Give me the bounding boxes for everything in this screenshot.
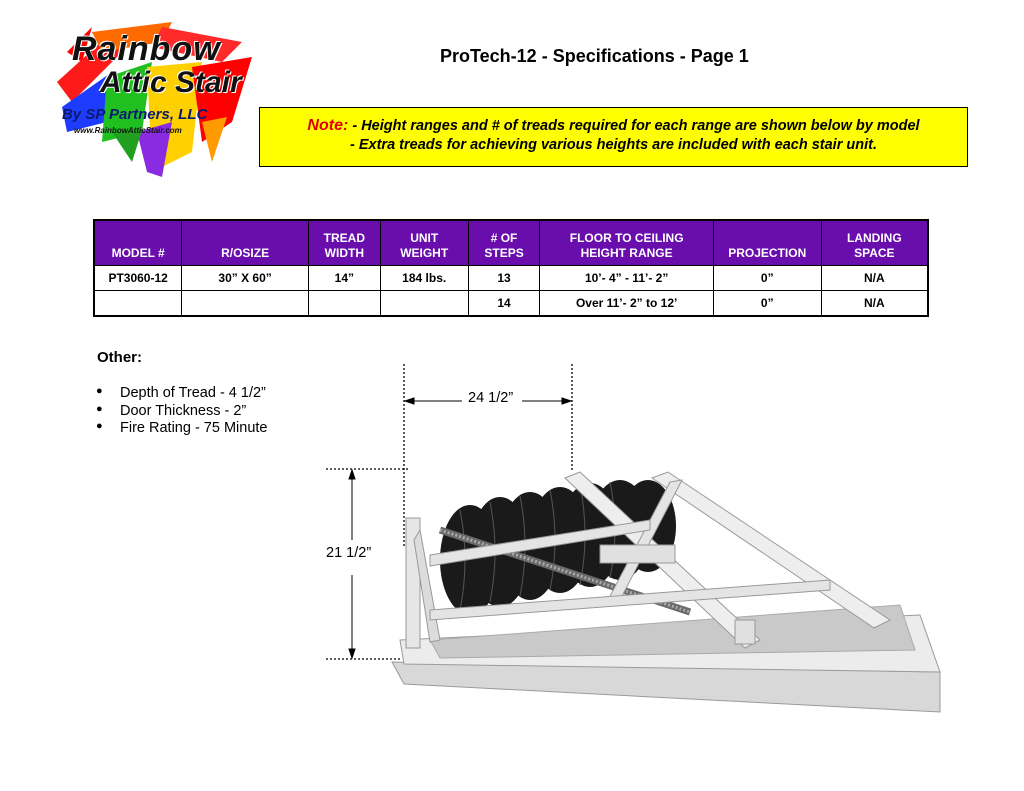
cell-rosize: 30” X 60” (181, 265, 309, 291)
dimension-guides (326, 364, 573, 660)
other-heading: Other: (97, 349, 142, 366)
cell-tread-width: 14” (307, 265, 381, 291)
cell-landing-space: N/A (820, 265, 929, 291)
cell-height-range: 10’- 4” - 11’- 2” (539, 265, 714, 291)
note-text-1: - Height ranges and # of treads required… (348, 118, 920, 134)
cell-steps: 14 (467, 290, 541, 317)
cell-rosize (181, 290, 309, 317)
note-line-1: Note: - Height ranges and # of treads re… (260, 117, 967, 135)
note-box: Note: - Height ranges and # of treads re… (259, 107, 968, 167)
cell-projection: 0” (712, 290, 822, 317)
list-item: ●Fire Rating - 75 Minute (96, 420, 268, 436)
cell-height-range: Over 11’- 2” to 12’ (539, 290, 714, 317)
height-arrow (348, 468, 356, 660)
bullet-icon: ● (96, 420, 103, 432)
logo-line-company: By SP Partners, LLC (62, 106, 208, 123)
cell-projection: 0” (712, 265, 822, 291)
rainbow-splash-graphic (57, 22, 252, 177)
bullet-icon: ● (96, 402, 103, 415)
list-item: ●Depth of Tread - 4 1/2” (96, 385, 266, 401)
company-logo: Rainbow Attic Stair By SP Partners, LLC … (52, 22, 262, 182)
cell-unit-weight: 184 lbs. (379, 265, 469, 291)
height-dimension-label: 21 1/2” (324, 545, 374, 561)
cell-model: PT3060-12 (93, 265, 183, 291)
note-text-2: - Extra treads for achieving various hei… (350, 137, 877, 153)
cell-model (93, 290, 183, 317)
cell-steps: 13 (467, 265, 541, 291)
table-row: 14 Over 11’- 2” to 12’ 0” N/A (93, 290, 929, 317)
cell-unit-weight (379, 290, 469, 317)
header-model: MODEL # (93, 219, 183, 266)
cell-landing-space: N/A (820, 290, 929, 317)
logo-line-rainbow: Rainbow (72, 30, 221, 68)
table-row: PT3060-12 30” X 60” 14” 184 lbs. 13 10’-… (93, 265, 929, 291)
attic-stair-illustration (391, 471, 941, 713)
bullet-icon: ● (96, 385, 103, 397)
logo-line-attic-stair: Attic Stair (100, 66, 242, 99)
note-label: Note: (307, 117, 349, 134)
cell-tread-width (307, 290, 381, 317)
header-rosize: R/OSIZE (181, 219, 309, 266)
other-list: ●Depth of Tread - 4 1/2” ●Door Thickness… (96, 385, 267, 438)
page-title: ProTech-12 - Specifications - Page 1 (440, 46, 749, 66)
logo-line-website: www.RainbowAtticStair.com (74, 126, 182, 135)
width-dimension-label: 24 1/2” (466, 390, 516, 406)
list-item: ●Door Thickness - 2” (96, 402, 247, 419)
width-arrow (403, 397, 573, 405)
header-projection: PROJECTION (712, 219, 822, 266)
